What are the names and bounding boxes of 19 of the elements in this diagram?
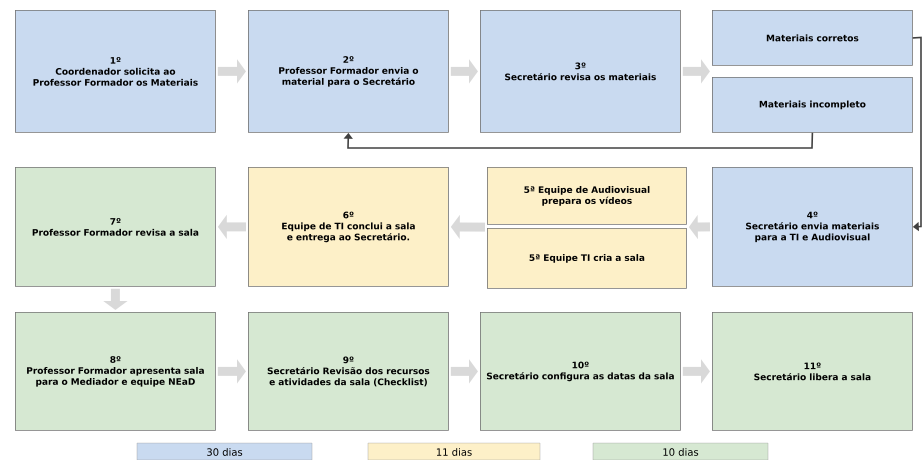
- process-box: 8º Professor Formador apresenta sala para o Mediador e equipe NEaD: [15, 312, 216, 431]
- process-box: 10º Secretário configura as datas da sala: [480, 312, 681, 431]
- process-box: 3º Secretário revisa os materiais: [480, 10, 681, 133]
- connector-arrow: [912, 36, 922, 232]
- process-box: 9º Secretário Revisão dos recursos e atividades da sala (Checklist): [248, 312, 449, 431]
- process-box: 1º Coordenador solicita ao Professor Formador os Materiais: [15, 10, 216, 133]
- process-box: 7º Professor Formador revisa a sala: [15, 167, 216, 287]
- process-box: 6º Equipe de TI conclui a sala e entrega ao Secretário.: [248, 167, 449, 287]
- process-box: 2º Professor Formador envia o material para o Secretário: [248, 10, 449, 133]
- legend-label: 30 dias: [207, 448, 242, 456]
- process-box: Materiais corretos: [712, 10, 913, 66]
- process-box: 5ª Equipe de Audiovisual prepara os vídeos: [487, 167, 687, 225]
- legend-label: 10 dias: [663, 448, 698, 456]
- process-box: 4º Secretário envia materiais para a TI e Audiovisual: [712, 167, 913, 287]
- process-box: Materiais incompleto: [712, 77, 913, 133]
- process-box: 11º Secretário libera a sala: [712, 312, 913, 431]
- legend-label: 11 dias: [436, 448, 472, 456]
- process-box: 5ª Equipe TI cria a sala: [487, 228, 687, 289]
- connector-arrow: [344, 132, 814, 149]
